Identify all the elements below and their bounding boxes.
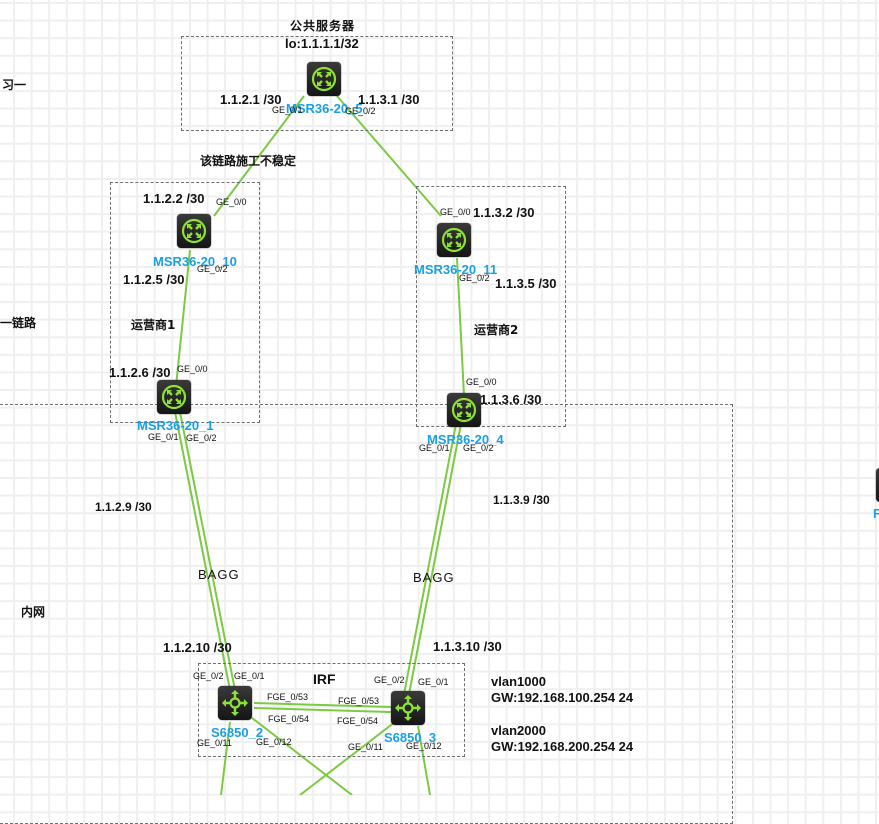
group-box-irf — [198, 663, 465, 757]
partial-label-left-top: 习一 — [2, 78, 27, 92]
loopback-label: lo:1.1.1.1/32 — [285, 36, 359, 51]
port-label: FGE_0/54 — [268, 714, 310, 724]
device-name: S6850_3 — [384, 730, 437, 745]
partial-device-right[interactable] — [876, 468, 879, 502]
port-label: GE_0/2 — [197, 264, 228, 274]
annotation-bagg-right: BAGG — [413, 570, 455, 585]
ip-label: 1.1.3.2 /30 — [473, 205, 535, 220]
port-label: GE_0/1 — [418, 677, 449, 687]
port-label: GE_0/0 — [466, 377, 497, 387]
annotation-vlan1000-gw: GW:192.168.100.254 24 — [491, 690, 634, 705]
device-s6850-2[interactable] — [218, 686, 252, 720]
port-label: FGE_0/53 — [338, 696, 380, 706]
device-name: MSR36-20_5 — [286, 101, 363, 116]
port-label: GE_0/2 — [374, 675, 405, 685]
group-box-intranet — [0, 404, 733, 824]
port-label: GE_0/0 — [440, 207, 471, 217]
link-msr1-s2-a[interactable] — [174, 411, 231, 691]
link-s3-down-a[interactable] — [299, 721, 396, 795]
group-box-public-server — [181, 36, 453, 131]
group-title-irf: IRF — [313, 671, 336, 687]
port-label: GE_0/0 — [177, 364, 208, 374]
links-layer — [174, 95, 465, 795]
device-name: MSR36-20_4 — [427, 432, 504, 447]
port-label: GE_0/2 — [459, 273, 490, 283]
port-label: GE_0/2 — [345, 106, 376, 116]
device-msr36-20-5[interactable] — [307, 62, 341, 96]
link-s3-down-b[interactable] — [417, 725, 431, 795]
ip-label: 1.1.3.5 /30 — [495, 276, 557, 291]
ip-label: 1.1.2.9 /30 — [95, 500, 152, 514]
port-label: GE_0/1 — [272, 105, 303, 115]
partial-device-right-name: F — [873, 506, 879, 521]
group-title-public-server: 公共服务器 — [290, 19, 356, 33]
port-label: GE_0/2 — [463, 443, 494, 453]
port-label: GE_0/1 — [234, 671, 265, 681]
ip-label: 1.1.3.10 /30 — [433, 639, 502, 654]
port-label: GE_0/0 — [216, 197, 247, 207]
group-box-isp2 — [416, 186, 566, 427]
annotation-vlan1000: vlan1000 — [491, 674, 546, 689]
link-irf-fge53[interactable] — [253, 702, 392, 708]
port-label: GE_0/1 — [419, 443, 450, 453]
ip-label: 1.1.3.6 /30 — [480, 392, 542, 407]
router-icon — [441, 227, 467, 253]
partial-label-left-mid: 一链路 — [0, 316, 37, 330]
router-icon — [311, 66, 337, 92]
device-s6850-3[interactable] — [391, 691, 425, 725]
device-msr36-20-10[interactable] — [177, 214, 211, 248]
link-msr1-s2-b[interactable] — [179, 411, 236, 691]
ip-label: 1.1.2.1 /30 — [220, 92, 282, 107]
link-msr4-s3-a[interactable] — [403, 423, 457, 695]
port-label: GE_0/12 — [256, 737, 292, 747]
ip-label: 1.1.2.10 /30 — [163, 640, 232, 655]
annotation-vlan2000-gw: GW:192.168.200.254 24 — [491, 739, 634, 754]
device-name: MSR36-20_11 — [414, 262, 498, 277]
link-irf-fge54[interactable] — [253, 707, 392, 713]
device-name: MSR36-20_10 — [153, 254, 237, 269]
port-label: GE_0/2 — [193, 671, 224, 681]
ip-label: 1.1.3.1 /30 — [358, 92, 420, 107]
annotation-bagg-left: BAGG — [198, 567, 240, 582]
device-msr36-20-11[interactable] — [437, 223, 471, 257]
port-label: GE_0/11 — [348, 742, 383, 752]
link-msr10-msr1[interactable] — [175, 249, 191, 387]
device-msr36-20-1[interactable] — [157, 380, 191, 414]
group-title-isp1: 运营商1 — [131, 318, 176, 332]
port-label: GE_0/1 — [148, 432, 179, 442]
annotation-unstable-link: 该链路施工不稳定 — [200, 154, 297, 168]
switch-icon — [395, 695, 421, 721]
port-label: GE_0/12 — [406, 741, 442, 751]
ip-label: 1.1.2.2 /30 — [143, 191, 205, 206]
device-name: MSR36-20_1 — [137, 418, 214, 433]
group-title-intranet: 内网 — [21, 605, 46, 619]
switch-icon — [222, 690, 248, 716]
port-label: FGE_0/53 — [267, 692, 309, 702]
port-label: GE_0/2 — [186, 433, 217, 443]
link-msr11-msr4[interactable] — [456, 257, 465, 397]
ip-label: 1.1.2.6 /30 — [109, 365, 171, 380]
router-icon — [181, 218, 207, 244]
group-box-isp1 — [110, 182, 260, 423]
router-icon — [161, 384, 187, 410]
ip-label: 1.1.3.9 /30 — [493, 493, 550, 507]
annotation-vlan2000: vlan2000 — [491, 723, 546, 738]
port-label: FGE_0/54 — [337, 716, 379, 726]
ip-label: 1.1.2.5 /30 — [123, 272, 185, 287]
group-title-isp2: 运营商2 — [474, 323, 519, 337]
link-msr5-msr11[interactable] — [336, 95, 442, 217]
link-msr5-msr10[interactable] — [213, 95, 305, 217]
device-msr36-20-4[interactable] — [447, 393, 481, 427]
port-label: GE_0/11 — [197, 738, 232, 748]
router-icon — [451, 397, 477, 423]
link-msr4-s3-b[interactable] — [408, 423, 462, 695]
link-s2-down-a[interactable] — [220, 721, 231, 795]
device-name: S6850_2 — [211, 725, 264, 740]
